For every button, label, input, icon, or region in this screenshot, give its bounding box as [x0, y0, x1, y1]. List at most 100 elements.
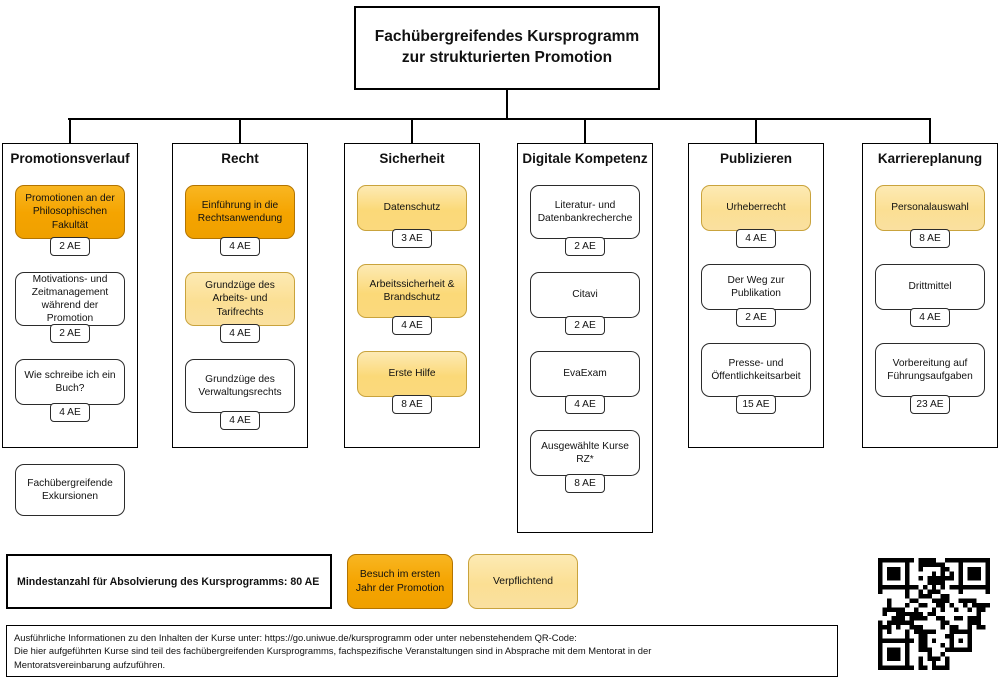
course-card-label: Drittmittel: [908, 281, 952, 293]
course-ae-badge: 2 AE: [565, 316, 605, 335]
course-ae-badge: 4 AE: [910, 308, 950, 327]
course-card-label: Personalauswahl: [891, 202, 969, 214]
connector-drop-5: [755, 118, 757, 143]
course-card-label: Ausgewählte Kurse RZ*: [541, 440, 629, 465]
course-ae-badge: 2 AE: [736, 308, 776, 327]
course-card[interactable]: Literatur- und Datenbankrecherche: [530, 185, 640, 239]
course-ae-label: 4 AE: [401, 320, 423, 331]
course-ae-badge: 4 AE: [736, 229, 776, 248]
category-heading-promotionsverlauf: Promotionsverlauf: [10, 151, 130, 166]
course-card[interactable]: EvaExam: [530, 351, 640, 397]
course-ae-badge: 4 AE: [50, 403, 90, 422]
course-ae-label: 4 AE: [229, 415, 251, 426]
course-card[interactable]: Grundzüge des Arbeits- und Tarifrechts: [185, 272, 295, 326]
course-ae-label: 2 AE: [59, 328, 81, 339]
course-card[interactable]: Der Weg zur Publikation: [701, 264, 811, 310]
title-line-1: Fachübergreifendes Kursprogramm: [374, 28, 640, 46]
title-line-2: zur strukturierten Promotion: [401, 49, 613, 66]
course-card[interactable]: Citavi: [530, 272, 640, 318]
course-ae-badge: 8 AE: [392, 395, 432, 414]
course-ae-label: 8 AE: [401, 399, 423, 410]
course-ae-label: 4 AE: [919, 312, 941, 323]
course-card-label: Der Weg zur Publikation: [727, 274, 785, 299]
course-ae-label: 8 AE: [919, 233, 941, 244]
course-ae-badge: 3 AE: [392, 229, 432, 248]
course-ae-badge: 8 AE: [565, 474, 605, 493]
course-ae-label: 15 AE: [742, 399, 770, 410]
course-ae-label: 4 AE: [745, 233, 767, 244]
footer-line-2: Die hier aufgeführten Kurse sind teil de…: [14, 645, 652, 657]
course-ae-badge: 4 AE: [220, 324, 260, 343]
course-card-label: Grundzüge des Verwaltungsrechts: [198, 373, 282, 398]
course-card[interactable]: Grundzüge des Verwaltungsrechts: [185, 359, 295, 413]
course-card[interactable]: Ausgewählte Kurse RZ*: [530, 430, 640, 476]
course-card[interactable]: Arbeitssicherheit & Brandschutz: [357, 264, 467, 318]
footer-line-1: Ausführliche Informationen zu den Inhalt…: [14, 632, 577, 643]
course-ae-label: 23 AE: [916, 399, 944, 410]
course-card-label: Erste Hilfe: [388, 368, 436, 380]
course-card[interactable]: Datenschutz: [357, 185, 467, 231]
course-ae-badge: 2 AE: [50, 237, 90, 256]
course-ae-badge: 8 AE: [910, 229, 950, 248]
course-card-label: Promotionen an der Philosophischen Fakul…: [25, 193, 115, 231]
category-heading-karriereplanung: Karriereplanung: [877, 151, 983, 166]
course-ae-label: 4 AE: [229, 328, 251, 339]
course-ae-label: 4 AE: [574, 399, 596, 410]
connector-drop-1: [69, 118, 71, 143]
connector-trunk: [506, 90, 509, 118]
extra-course-card[interactable]: Fachübergreifende Exkursionen: [15, 464, 125, 516]
course-ae-label: 2 AE: [574, 241, 596, 252]
connector-drop-4: [584, 118, 586, 143]
connector-bus: [68, 118, 930, 120]
extra-course-card-label: Fachübergreifende Exkursionen: [27, 477, 113, 502]
course-card-label: Motivations- und Zeitmanagement während …: [31, 273, 109, 325]
course-ae-badge: 2 AE: [565, 237, 605, 256]
course-card-label: Urheberrecht: [726, 202, 786, 214]
course-card[interactable]: Drittmittel: [875, 264, 985, 310]
course-card-label: Literatur- und Datenbankrecherche: [537, 199, 633, 224]
course-card[interactable]: Wie schreibe ich ein Buch?: [15, 359, 125, 405]
connector-drop-2: [239, 118, 241, 143]
course-ae-label: 2 AE: [745, 312, 767, 323]
qr-code-icon: [878, 558, 990, 670]
course-card[interactable]: Personalauswahl: [875, 185, 985, 231]
legend-minimum-note: Mindestanzahl für Absolvierung des Kursp…: [6, 554, 332, 609]
course-card-label: Einführung in die Rechtsanwendung: [197, 199, 283, 224]
course-card[interactable]: Vorbereitung auf Führungsaufgaben: [875, 343, 985, 397]
course-card-label: Presse- und Öffentlichkeitsarbeit: [711, 357, 801, 382]
course-card-label: Arbeitssicherheit & Brandschutz: [369, 278, 455, 303]
course-card-label: Grundzüge des Arbeits- und Tarifrechts: [205, 280, 275, 318]
course-card[interactable]: Motivations- und Zeitmanagement während …: [15, 272, 125, 326]
course-ae-label: 4 AE: [229, 241, 251, 252]
course-ae-badge: 23 AE: [910, 395, 950, 414]
course-card[interactable]: Presse- und Öffentlichkeitsarbeit: [701, 343, 811, 397]
category-heading-sicherheit: Sicherheit: [379, 151, 445, 166]
course-card[interactable]: Urheberrecht: [701, 185, 811, 231]
category-heading-publizieren: Publizieren: [719, 151, 792, 166]
connector-drop-6: [929, 118, 931, 143]
footer-line-3: Mentoratsvereinbarung aufzuführen.: [14, 658, 166, 670]
course-card[interactable]: Promotionen an der Philosophischen Fakul…: [15, 185, 125, 239]
course-card-label: EvaExam: [563, 368, 607, 380]
legend-swatch-first-year-label: Besuch im ersten Jahr der Promotion: [355, 568, 445, 594]
course-ae-label: 8 AE: [574, 478, 596, 489]
legend-swatch-first-year: Besuch im ersten Jahr der Promotion: [347, 554, 453, 609]
course-ae-badge: 4 AE: [220, 237, 260, 256]
legend-swatch-mandatory-label: Verpflichtend: [492, 575, 554, 587]
course-ae-badge: 4 AE: [220, 411, 260, 430]
diagram-title: Fachübergreifendes Kursprogramm zur stru…: [354, 6, 660, 90]
footer-info-box: Ausführliche Informationen zu den Inhalt…: [6, 625, 838, 677]
course-ae-label: 3 AE: [401, 233, 423, 244]
course-ae-badge: 2 AE: [50, 324, 90, 343]
course-card-label: Wie schreibe ich ein Buch?: [24, 369, 116, 394]
legend-swatch-mandatory: Verpflichtend: [468, 554, 578, 609]
course-ae-badge: 4 AE: [565, 395, 605, 414]
course-card-label: Citavi: [572, 289, 598, 301]
course-ae-label: 2 AE: [574, 320, 596, 331]
course-ae-badge: 4 AE: [392, 316, 432, 335]
category-heading-digitale-kompetenz: Digitale Kompetenz: [522, 151, 648, 166]
category-heading-recht: Recht: [221, 151, 259, 166]
course-card[interactable]: Einführung in die Rechtsanwendung: [185, 185, 295, 239]
course-card[interactable]: Erste Hilfe: [357, 351, 467, 397]
